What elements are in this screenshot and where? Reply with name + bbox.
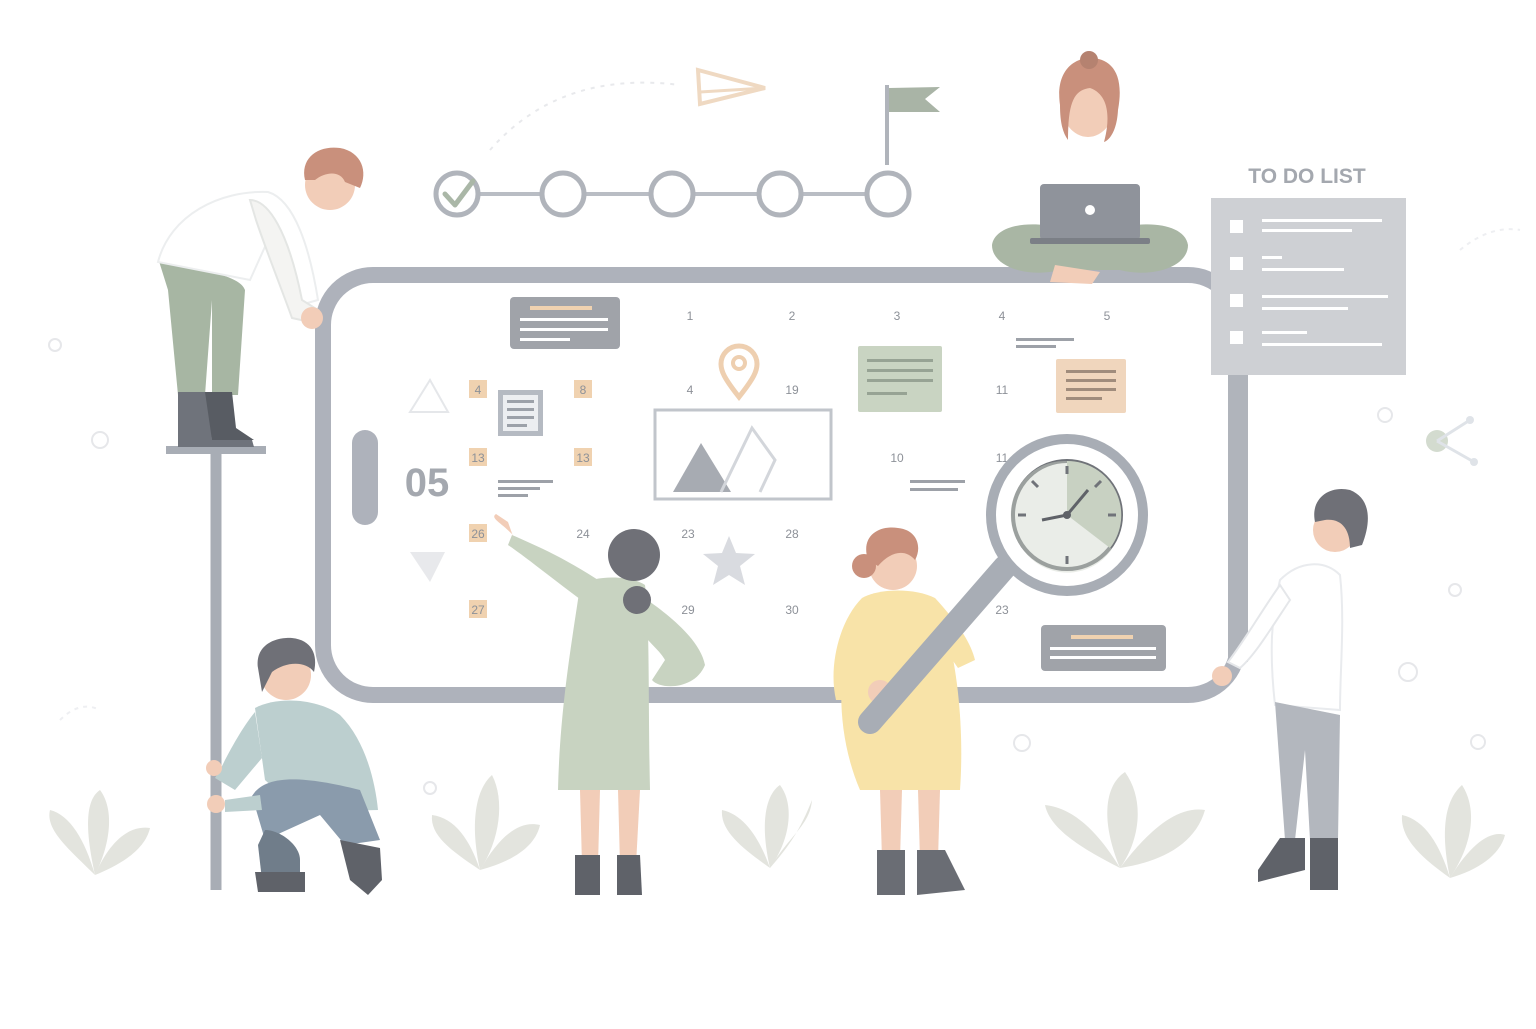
person-leaning — [156, 147, 364, 890]
note-card — [858, 346, 942, 412]
dot-icon — [1377, 407, 1393, 423]
paper-plane-icon — [695, 67, 766, 107]
image-placeholder-icon — [653, 408, 833, 501]
todo-item — [1230, 219, 1382, 233]
todo-board: TO DO LIST — [1211, 165, 1406, 662]
plant-icon — [431, 775, 540, 870]
progress-step — [539, 170, 587, 218]
plant-icon — [1401, 785, 1505, 878]
calendar-day: 30 — [785, 603, 799, 617]
progress-step-done — [433, 170, 481, 218]
calendar-day: 13 — [471, 451, 485, 465]
progress-step — [648, 170, 696, 218]
checkbox-icon — [1230, 331, 1243, 344]
dot-icon — [1013, 734, 1031, 752]
map-pin-icon — [718, 343, 760, 402]
calendar-day: 5 — [1104, 309, 1111, 323]
note-card — [510, 297, 620, 349]
person-holding-board — [1212, 488, 1368, 890]
note-card — [1041, 625, 1166, 671]
checkmark-icon — [442, 178, 476, 208]
dot-icon — [1448, 583, 1462, 597]
calendar-day: 27 — [471, 603, 485, 617]
todo-item — [1230, 294, 1388, 310]
clock-icon — [1010, 459, 1123, 573]
calendar-day: 10 — [890, 451, 904, 465]
calendar-day: 3 — [894, 309, 901, 323]
calendar-day: 4 — [999, 309, 1006, 323]
calendar-day: 2 — [789, 309, 796, 323]
dot-icon — [48, 338, 62, 352]
dot-icon — [1470, 734, 1486, 750]
calendar-day: 24 — [576, 527, 590, 541]
progress-steps — [433, 85, 940, 218]
magnifier-clock — [858, 434, 1148, 734]
calendar-day-highlight — [469, 524, 487, 542]
phone-button — [352, 430, 378, 525]
calendar-day: 29 — [681, 603, 695, 617]
calendar-day-highlight — [469, 600, 487, 618]
goal-flag-icon — [885, 85, 940, 165]
text-lines — [498, 338, 1074, 497]
person-with-laptop — [992, 51, 1188, 284]
checkbox-icon — [1230, 257, 1243, 270]
person-pointing — [494, 514, 705, 895]
calendar-day: 4 — [687, 383, 694, 397]
plant-icon — [721, 785, 812, 868]
calendar-day: 8 — [580, 383, 587, 397]
checkbox-icon — [1230, 220, 1243, 233]
dot-icon — [91, 431, 109, 449]
calendar-day: 1 — [687, 309, 694, 323]
person-crouching — [206, 637, 382, 895]
big-date: 05 — [405, 461, 450, 505]
plants — [49, 772, 1505, 878]
calendar-day-highlight — [574, 380, 592, 398]
checkbox-icon — [1230, 294, 1243, 307]
share-icon — [1426, 416, 1478, 466]
calendar-day-highlight — [469, 448, 487, 466]
calendar-day: 23 — [995, 603, 1009, 617]
progress-step — [756, 170, 804, 218]
calendar-day: 11 — [996, 451, 1009, 465]
calendar-day-highlight — [469, 380, 487, 398]
calendar-day: 4 — [475, 383, 482, 397]
calendar-day-highlight — [574, 448, 592, 466]
progress-step — [864, 170, 912, 218]
todo-title: TO DO LIST — [1248, 165, 1366, 188]
calendar-day: 26 — [471, 527, 485, 541]
calendar-day: 28 — [785, 527, 799, 541]
calendar-day: 19 — [785, 383, 799, 397]
plant-icon — [1045, 772, 1205, 868]
calendar-day: 23 — [681, 527, 695, 541]
document-icon — [498, 390, 543, 436]
todo-item — [1230, 256, 1344, 271]
note-card — [1056, 359, 1126, 413]
calendar-day: 11 — [996, 383, 1009, 397]
star-icon — [703, 536, 755, 585]
dot-icon — [1398, 662, 1418, 682]
plant-icon — [49, 790, 150, 875]
todo-item — [1230, 331, 1382, 346]
dot-icon — [423, 781, 437, 795]
background-decorations — [48, 67, 1521, 795]
calendar-day: 13 — [576, 451, 590, 465]
